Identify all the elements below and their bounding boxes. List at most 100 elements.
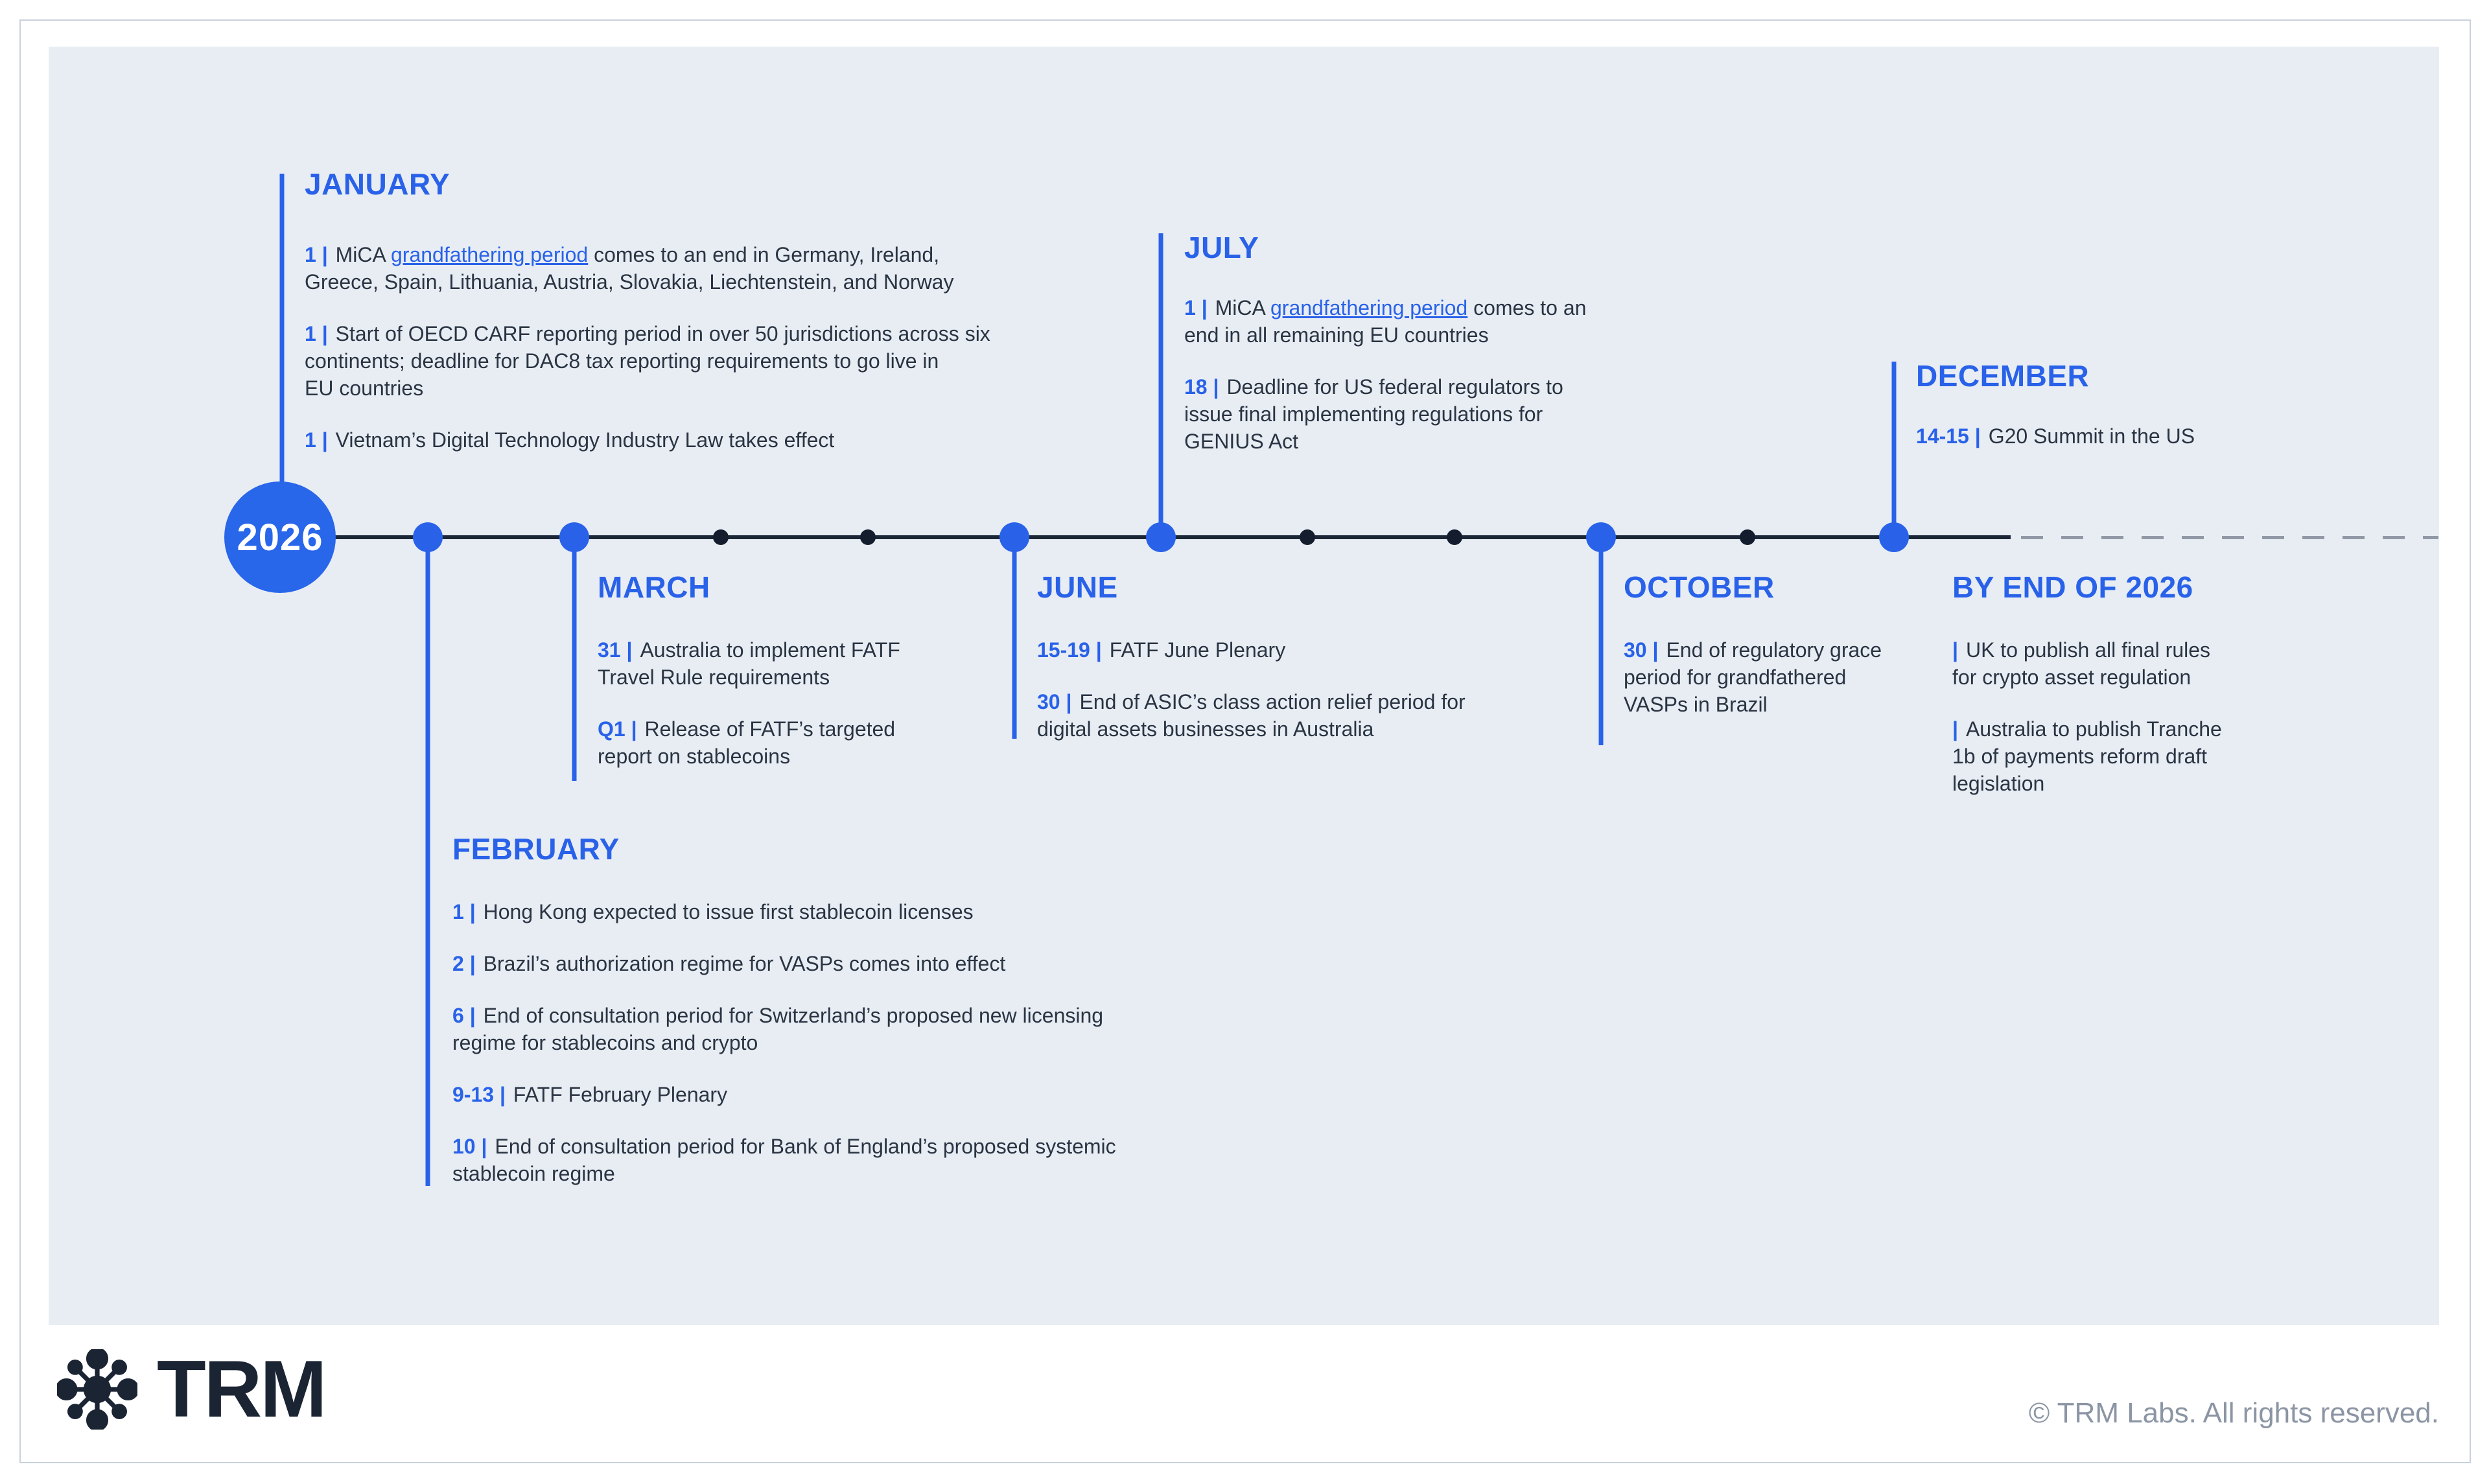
july-connector-line	[1158, 233, 1163, 537]
timeline-dot-may	[860, 529, 876, 545]
event-date: 1 |	[305, 428, 328, 452]
event-date: 1 |	[1184, 296, 1208, 319]
event-text: End of consultation period for Bank of E…	[452, 1135, 1116, 1185]
event-text: End of ASIC’s class action relief period…	[1037, 690, 1466, 741]
timeline-dot-june	[999, 522, 1029, 552]
march-connector-line	[572, 537, 577, 781]
event-date: 15-19 |	[1037, 638, 1102, 662]
month-title-june: JUNE	[1037, 570, 1118, 604]
event-item: |Australia to publish Tranche 1b of paym…	[1952, 715, 2380, 797]
event-date: 30 |	[1037, 690, 1072, 713]
event-text: comes to an end in Germany, Ireland, Gre…	[305, 243, 954, 294]
event-item: 18 |Deadline for US federal regulators t…	[1184, 373, 1690, 455]
month-title-february: FEBRUARY	[452, 832, 620, 866]
event-text: End of consultation period for Switzerla…	[452, 1004, 1104, 1054]
year-badge-label: 2026	[237, 516, 323, 559]
event-date: 31 |	[598, 638, 633, 662]
month-title-july: JULY	[1184, 231, 1259, 264]
section-february: FEBRUARY 1 | Hong Kong expected to issue …	[452, 832, 1399, 1187]
month-title-october: OCTOBER	[1624, 570, 1775, 604]
event-date: 1 |	[305, 322, 328, 345]
event-date: |	[1952, 717, 1958, 741]
section-october: OCTOBER 30 |End of regulatory grace peri…	[1624, 570, 2000, 718]
timeline-dot-september	[1447, 529, 1462, 545]
month-title-january: JANUARY	[305, 167, 450, 201]
event-text: Release of FATF’s targeted report on sta…	[598, 717, 896, 768]
event-text: Hong Kong expected to issue first stable…	[483, 900, 974, 923]
event-item: 10 |End of consultation period for Bank …	[452, 1133, 1399, 1187]
section-december: DECEMBER 14-15 |G20 Summit in the US	[1916, 359, 2435, 450]
event-date: |	[1952, 638, 1958, 662]
event-date: 9-13 |	[452, 1083, 506, 1106]
event-text: Australia to implement FATF Travel Rule …	[598, 638, 900, 689]
timeline-panel-background	[49, 47, 2439, 1325]
event-text: Deadline for US federal regulators to is…	[1184, 375, 1563, 453]
event-item: 15-19 | FATF June Plenary	[1037, 636, 1685, 664]
dashed-future-line	[2021, 536, 2438, 539]
outer-border-frame	[19, 19, 2471, 1463]
event-item: 1 | Vietnam’s Digital Technology Industry…	[305, 426, 1082, 454]
timeline-dot-december	[1879, 522, 1909, 552]
event-date: Q1 |	[598, 717, 637, 741]
event-text: Australia to publish Tranche 1b of payme…	[1952, 717, 2222, 795]
trm-logo: TRM	[57, 1345, 327, 1434]
event-item: 30 |End of ASIC’s class action relief pe…	[1037, 688, 1685, 743]
grandfathering-period-link[interactable]: grandfathering period	[1270, 296, 1468, 319]
event-text: Start of OECD CARF reporting period in o…	[305, 322, 990, 400]
february-connector-line	[425, 537, 430, 1186]
trm-logo-text: TRM	[157, 1345, 327, 1434]
event-text: FATF June Plenary	[1109, 638, 1286, 662]
month-title-by-end-of-2026: BY END OF 2026	[1952, 570, 2193, 604]
event-item: 14-15 |G20 Summit in the US	[1916, 423, 2435, 450]
event-text: G20 Summit in the US	[1988, 424, 2195, 448]
timeline-dot-october	[1586, 522, 1616, 552]
event-date: 6 |	[452, 1004, 476, 1027]
section-july: JULY 1 | MiCA grandfathering period comes…	[1184, 231, 1690, 455]
event-text: Brazil’s authorization regime for VASPs …	[483, 952, 1006, 975]
timeline-dot-march	[559, 522, 589, 552]
event-item: |UK to publish all final rules for crypt…	[1952, 636, 2380, 691]
event-date: 10 |	[452, 1135, 487, 1158]
event-date: 30 |	[1624, 638, 1659, 662]
event-date: 1 |	[305, 243, 328, 266]
timeline-axis	[280, 535, 2011, 539]
trm-network-icon	[57, 1349, 137, 1430]
grandfathering-period-link[interactable]: grandfathering period	[390, 243, 589, 266]
year-badge: 2026	[224, 481, 336, 593]
event-item: Q1 |Release of FATF’s targeted report on…	[598, 715, 1025, 770]
event-text: Vietnam’s Digital Technology Industry La…	[335, 428, 835, 452]
event-item: 1 |Start of OECD CARF reporting period i…	[305, 320, 1082, 402]
month-title-december: DECEMBER	[1916, 359, 2090, 393]
event-item: 9-13 | FATF February Plenary	[452, 1081, 1399, 1108]
event-item: 6 |End of consultation period for Switze…	[452, 1002, 1399, 1056]
event-date: 2 |	[452, 952, 476, 975]
event-item: 30 |End of regulatory grace period for g…	[1624, 636, 2000, 718]
event-item: 31 |Australia to implement FATF Travel R…	[598, 636, 1025, 691]
month-title-march: MARCH	[598, 570, 710, 604]
section-by-end-of-2026: BY END OF 2026 |UK to publish all final …	[1952, 570, 2380, 797]
event-item: 1 | MiCA grandfathering period comes to a…	[1184, 294, 1690, 349]
event-item: 2 | Brazil’s authorization regime for VAS…	[452, 950, 1399, 977]
event-date: 18 |	[1184, 375, 1219, 399]
december-connector-line	[1891, 362, 1897, 537]
event-text: FATF February Plenary	[513, 1083, 728, 1106]
section-june: JUNE 15-19 |FATF June Plenary 30 |End of…	[1037, 570, 1685, 743]
timeline-dot-august	[1300, 529, 1315, 545]
timeline-dot-july	[1146, 522, 1176, 552]
event-date: 1 |	[452, 900, 476, 923]
event-text: MiCA	[1215, 296, 1270, 319]
event-text: UK to publish all final rules for crypto…	[1952, 638, 2211, 689]
event-text: comes to an end in all remaining EU coun…	[1184, 296, 1587, 347]
event-text: MiCA	[335, 243, 391, 266]
june-connector-line	[1012, 537, 1017, 739]
event-text: End of regulatory grace period for grand…	[1624, 638, 1882, 716]
october-connector-line	[1598, 537, 1604, 745]
copyright-text: © TRM Labs. All rights reserved.	[2028, 1397, 2439, 1429]
timeline-dot-february	[413, 522, 443, 552]
section-january: JANUARY 1 | MiCA grandfathering period co…	[305, 167, 1082, 454]
january-connector-line	[279, 174, 285, 483]
timeline-dot-april	[713, 529, 729, 545]
event-item: 1 | Hong Kong expected to issue first sta…	[452, 898, 1399, 925]
section-march: MARCH 31 |Australia to implement FATF Tr…	[598, 570, 1025, 770]
